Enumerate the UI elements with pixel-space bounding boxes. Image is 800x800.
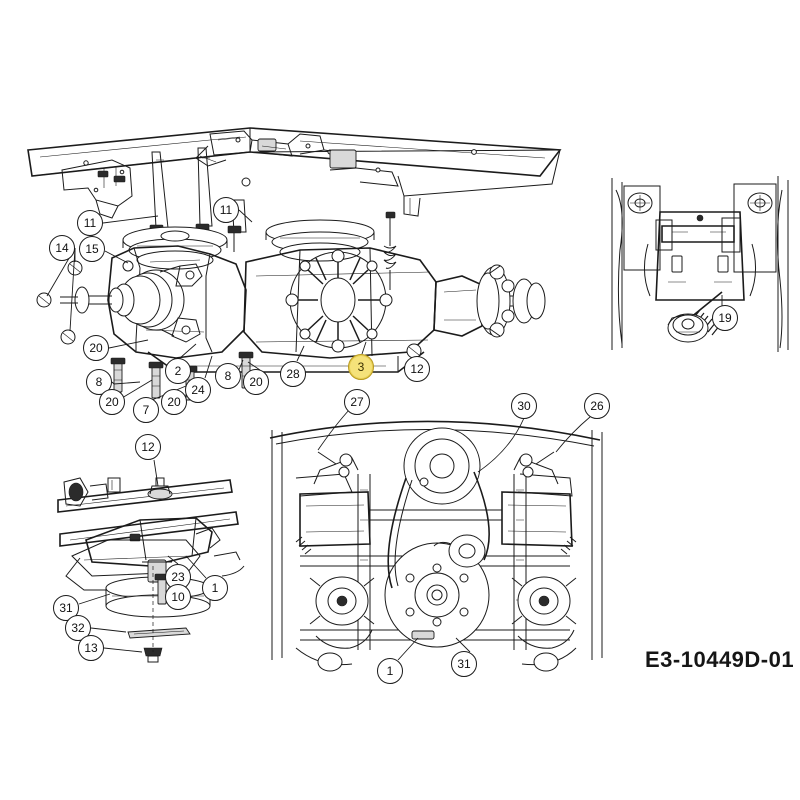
wheel-studs [489,264,515,338]
frame-rails [27,127,562,217]
callout-10[interactable]: 10 [165,584,191,610]
callout-32[interactable]: 32 [65,615,91,641]
center-frame-detail [195,130,399,187]
callout-12[interactable]: 12 [404,356,430,382]
upper-pulley-left [122,226,228,270]
control-rod-spring [383,211,397,290]
part-number-label: E3-10449D-01 [645,647,795,672]
rear-axle-inset-art [611,176,789,352]
left-output-shaft [60,263,203,343]
callout-1[interactable]: 1 [202,575,228,601]
callout-20[interactable]: 20 [83,335,109,361]
callout-27[interactable]: 27 [344,389,370,415]
callout-20[interactable]: 20 [99,389,125,415]
transaxle-housing [107,245,483,373]
callout-28[interactable]: 28 [280,361,306,387]
callout-11[interactable]: 11 [213,197,239,223]
callout-15[interactable]: 15 [79,236,105,262]
callout-24[interactable]: 24 [185,377,211,403]
callout-26[interactable]: 26 [584,393,610,419]
callout-31[interactable]: 31 [451,651,477,677]
callout-3[interactable]: 3 [348,354,374,380]
left-frame-bracket [61,159,133,219]
callout-8[interactable]: 8 [215,363,241,389]
upper-pulley-center [265,219,375,262]
callout-20[interactable]: 20 [161,389,187,415]
callout-13[interactable]: 13 [78,635,104,661]
callout-14[interactable]: 14 [49,235,75,261]
callout-19[interactable]: 19 [712,305,738,331]
twin-hydro-inset-art [269,408,603,672]
callout-11[interactable]: 11 [77,210,103,236]
callout-7[interactable]: 7 [133,397,159,423]
callout-1[interactable]: 1 [377,658,403,684]
differential-gear-detail [285,249,393,353]
right-output-shaft-hub [476,264,546,338]
callout-20[interactable]: 20 [243,369,269,395]
callout-12[interactable]: 12 [135,434,161,460]
callout-2[interactable]: 2 [165,358,191,384]
callout-30[interactable]: 30 [511,393,537,419]
